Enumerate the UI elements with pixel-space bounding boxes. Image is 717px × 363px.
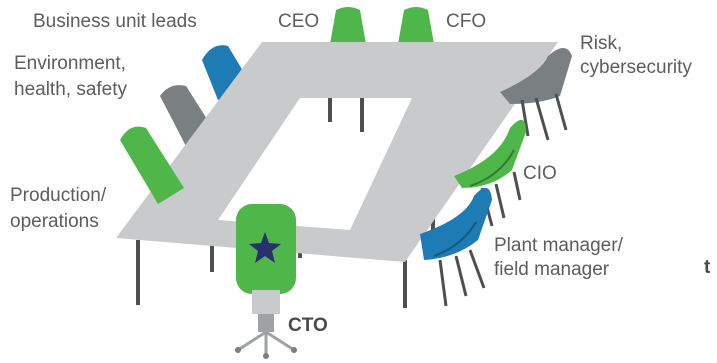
chair-cfo	[398, 7, 434, 44]
label-production: Production/	[10, 185, 107, 206]
label-cto: CTO	[288, 315, 328, 336]
label-risk: Risk,	[580, 33, 623, 54]
star-icon	[249, 232, 281, 263]
chair-ceo	[330, 7, 366, 44]
label-operations: operations	[10, 211, 99, 232]
label-business-unit-leads: Business unit leads	[33, 11, 197, 32]
label-environment: Environment,	[14, 53, 126, 74]
conference-table	[116, 42, 558, 262]
label-ceo: CEO	[278, 11, 320, 32]
label-plant-manager: Plant manager/	[494, 235, 623, 256]
chair-risk-cybersecurity	[500, 48, 572, 141]
label-cfo: CFO	[446, 11, 487, 32]
chair-plant-field-manager	[420, 187, 492, 307]
label-health-safety: health, safety	[14, 79, 128, 100]
edge-text-fragment: t	[704, 257, 711, 278]
label-cio: CIO	[523, 163, 557, 184]
label-field-manager: field manager	[494, 259, 610, 280]
label-cybersecurity: cybersecurity	[580, 57, 692, 78]
chair-production-operations	[120, 126, 184, 204]
